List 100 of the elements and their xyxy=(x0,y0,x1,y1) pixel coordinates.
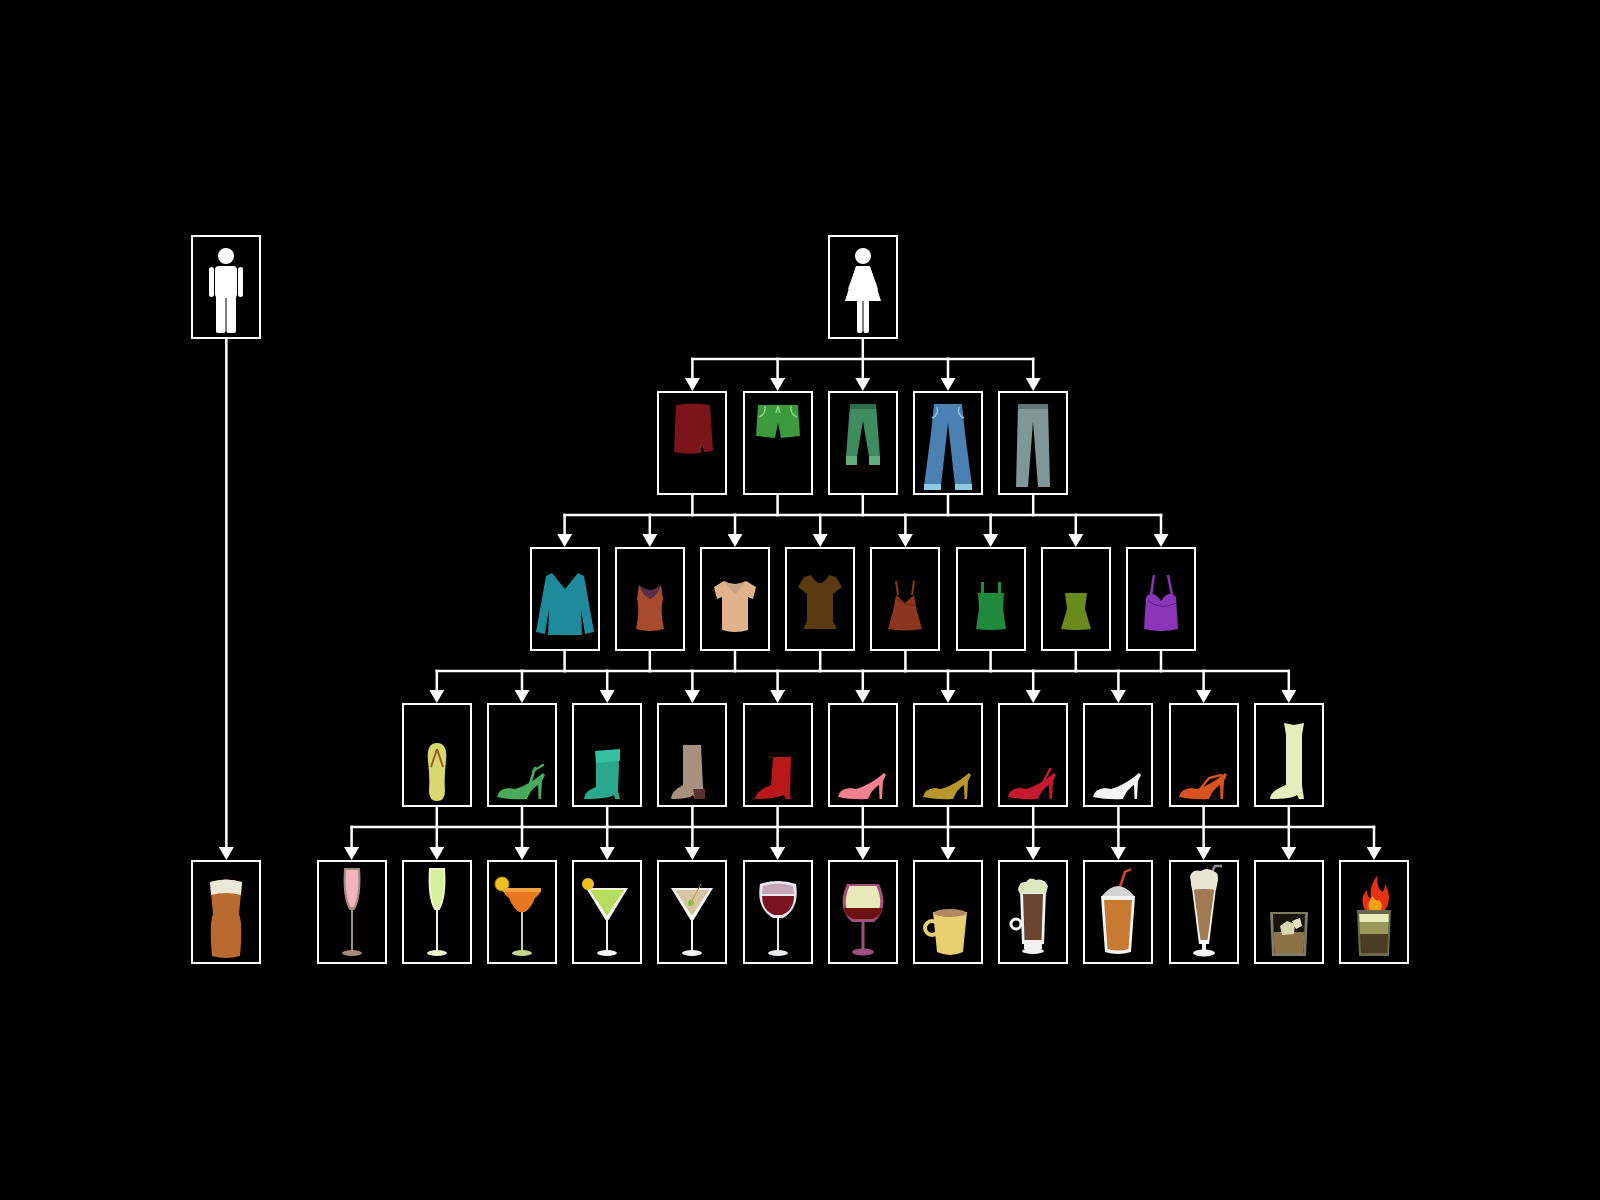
picture-frame xyxy=(191,860,262,964)
connector-line xyxy=(691,825,779,829)
picture-frame xyxy=(913,391,983,495)
connector-line xyxy=(776,805,779,829)
connector-line xyxy=(605,805,609,829)
connector-line xyxy=(691,513,737,517)
picture-frame xyxy=(401,860,472,964)
connector-line xyxy=(861,825,950,829)
connector-line xyxy=(648,669,694,673)
arrow xyxy=(1281,825,1297,860)
picture-frame xyxy=(742,391,813,495)
connector-line xyxy=(946,493,950,517)
connector-line xyxy=(1031,669,1078,673)
connector-line xyxy=(1202,805,1205,829)
picture-frame xyxy=(870,547,941,651)
picture-frame xyxy=(827,391,898,495)
arrow xyxy=(557,513,573,547)
connector-line xyxy=(605,825,694,829)
picture-frame xyxy=(700,547,770,651)
connector-line xyxy=(435,805,439,829)
connector-line xyxy=(818,513,865,517)
connector-line xyxy=(1287,805,1291,829)
connector-line xyxy=(733,669,779,673)
arrow xyxy=(684,825,700,860)
connector-line xyxy=(691,493,694,517)
picture-frame xyxy=(657,391,728,495)
picture-frame xyxy=(1083,860,1154,964)
arrow xyxy=(684,669,700,703)
arrow xyxy=(940,669,956,703)
arrow xyxy=(599,669,615,703)
picture-frame xyxy=(316,860,387,964)
connector-line xyxy=(818,649,822,673)
connector-line xyxy=(776,357,865,361)
connector-line xyxy=(1031,513,1078,517)
arrow xyxy=(1025,357,1041,391)
connector-line xyxy=(1202,669,1291,673)
connector-line xyxy=(989,669,1035,673)
connector-line xyxy=(350,825,439,829)
arrow xyxy=(1025,669,1041,703)
arrow xyxy=(599,825,615,860)
connector-line xyxy=(648,649,652,673)
picture-frame xyxy=(1253,703,1324,807)
picture-frame xyxy=(1083,703,1154,807)
picture-frame xyxy=(998,391,1069,495)
arrow xyxy=(812,513,828,547)
arrow xyxy=(514,825,530,860)
arrow xyxy=(855,825,871,860)
picture-frame xyxy=(827,703,898,807)
connector-line xyxy=(1074,513,1163,517)
picture-frame xyxy=(785,547,856,651)
connector-line xyxy=(776,669,822,673)
picture-frame xyxy=(742,860,813,964)
connector-line xyxy=(946,825,1035,829)
picture-frame xyxy=(614,547,685,651)
arrow xyxy=(429,669,445,703)
arrow xyxy=(218,337,234,860)
connector-line xyxy=(946,357,1035,361)
picture-frame xyxy=(572,703,643,807)
arrow xyxy=(514,669,530,703)
arrow xyxy=(770,357,786,391)
picture-frame xyxy=(998,703,1069,807)
picture-frame xyxy=(1253,860,1324,964)
connector-line xyxy=(989,513,1035,517)
picture-frame xyxy=(827,860,898,964)
connector-line xyxy=(435,669,524,673)
connector-line xyxy=(1202,825,1291,829)
arrow xyxy=(940,825,956,860)
connector-line xyxy=(520,805,524,829)
picture-frame xyxy=(529,547,600,651)
connector-line xyxy=(691,805,694,829)
connector-line xyxy=(946,669,992,673)
picture-frame xyxy=(657,860,728,964)
arrow xyxy=(1025,825,1041,860)
connector-line xyxy=(1159,649,1163,673)
picture-frame xyxy=(487,703,557,807)
connector-line xyxy=(520,825,609,829)
picture-frame xyxy=(657,703,728,807)
connector-line xyxy=(1117,669,1163,673)
arrow xyxy=(770,825,786,860)
connector-line xyxy=(946,805,950,829)
connector-line xyxy=(1074,669,1120,673)
picture-frame xyxy=(998,860,1069,964)
arrow xyxy=(1068,513,1084,547)
connector-line xyxy=(861,337,865,361)
connector-line xyxy=(861,357,950,361)
arrow xyxy=(855,669,871,703)
picture-frame xyxy=(1040,547,1111,651)
connector-line xyxy=(563,513,652,517)
connector-line xyxy=(648,513,694,517)
connector-line xyxy=(691,669,737,673)
connector-line xyxy=(904,513,950,517)
connector-line xyxy=(861,493,865,517)
arrow xyxy=(855,357,871,391)
arrow xyxy=(983,513,999,547)
arrow xyxy=(642,513,658,547)
connector-line xyxy=(520,669,566,673)
connector-line xyxy=(776,513,822,517)
arrow xyxy=(1281,669,1297,703)
connector-line xyxy=(605,669,652,673)
connector-line xyxy=(1117,805,1120,829)
